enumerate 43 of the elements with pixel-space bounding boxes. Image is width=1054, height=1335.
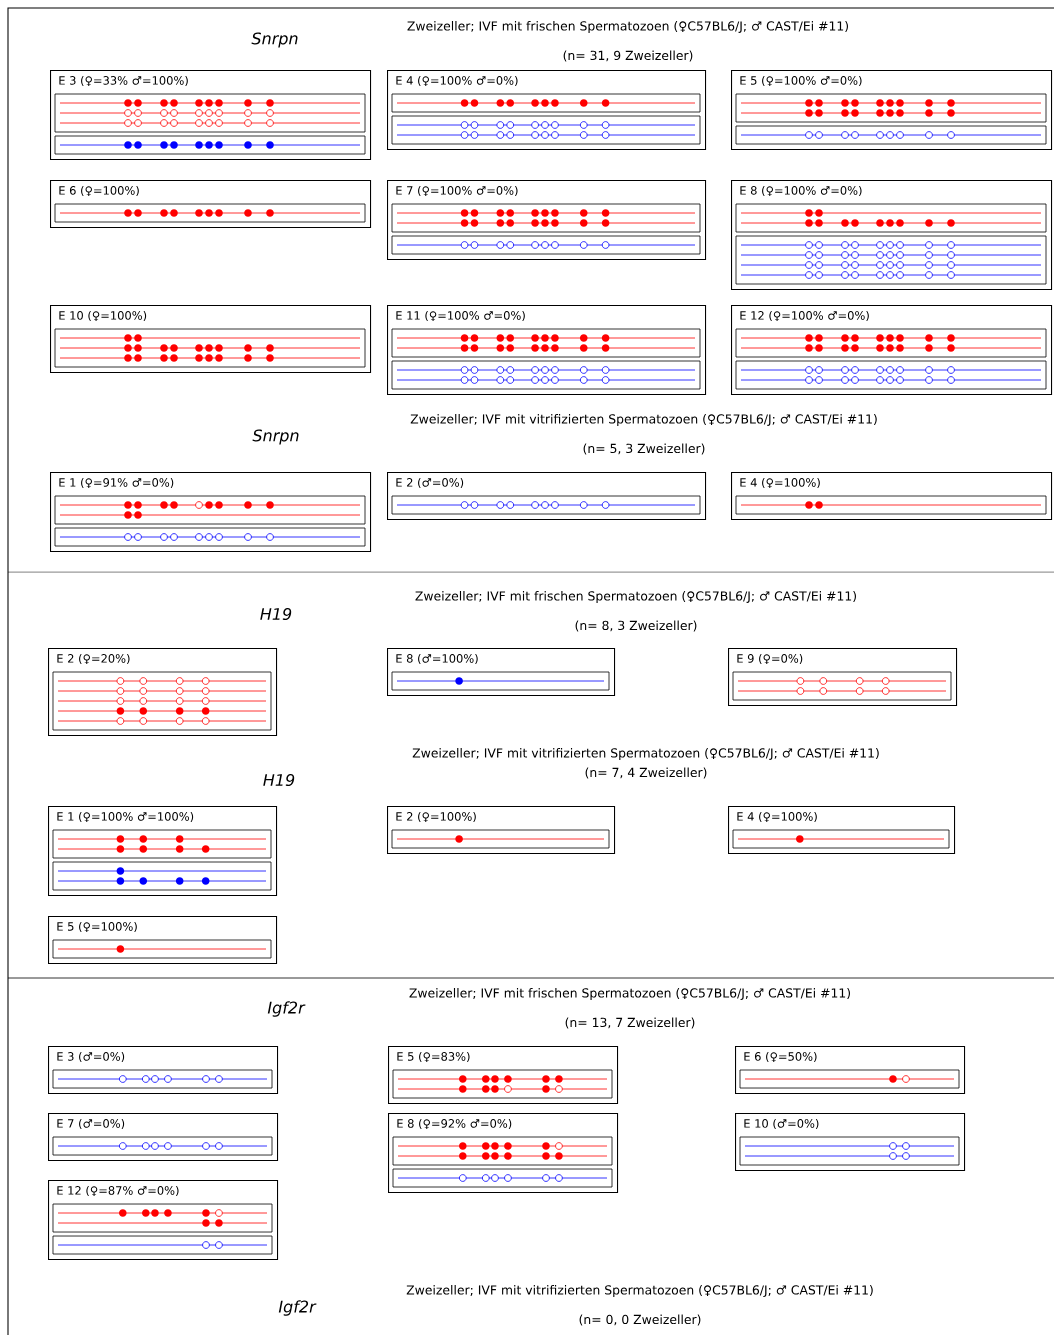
embryo-box: E 1 (♀=100% ♂=100%) (48, 806, 278, 897)
embryo-box: E 6 (♀=50%) (735, 1046, 966, 1095)
embryo-box: E 12 (♀=87% ♂=0%) (48, 1180, 279, 1261)
embryo-box: E 4 (♀=100%) (731, 472, 1053, 521)
embryo-box: E 5 (♀=83%) (388, 1046, 619, 1105)
embryo-box: E 4 (♀=100%) (728, 806, 956, 855)
embryo-box: E 9 (♀=0%) (728, 648, 958, 707)
gene-name: H19 (260, 607, 292, 621)
heading-text: Zweizeller; IVF mit vitrifizierten Spermatozoen (♀C57BL6/J; ♂ CAST/Ei #11) (410, 414, 877, 426)
embryo-box: E 2 (♀=100%) (387, 806, 616, 855)
embryo-box: E 8 (♀=92% ♂=0%) (388, 1113, 619, 1194)
embryo-box: E 5 (♀=100%) (48, 916, 278, 965)
embryo-box: E 4 (♀=100% ♂=0%) (387, 70, 707, 151)
heading-text: Zweizeller; IVF mit frischen Spermatozoen (♀C57BL6/J; ♂ CAST/Ei #11) (407, 21, 848, 33)
heading-text: Zweizeller; IVF mit vitrifizierten Spermatozoen (♀C57BL6/J; ♂ CAST/Ei #11) (406, 1285, 873, 1297)
embryo-box: E 7 (♂=0%) (48, 1113, 279, 1162)
heading-text: Zweizeller; IVF mit frischen Spermatozoen (♀C57BL6/J; ♂ CAST/Ei #11) (415, 591, 856, 603)
embryo-box: E 10 (♀=100%) (50, 305, 372, 374)
embryo-box: E 2 (♂=0%) (387, 472, 707, 521)
sample-count-text: (n= 5, 3 Zweizeller) (583, 443, 705, 455)
embryo-box: E 10 (♂=0%) (735, 1113, 966, 1172)
sample-count-text: (n= 8, 3 Zweizeller) (575, 620, 697, 632)
embryo-box: E 7 (♀=100% ♂=0%) (387, 180, 707, 261)
heading-text: Zweizeller; IVF mit vitrifizierten Spermatozoen (♀C57BL6/J; ♂ CAST/Ei #11) (412, 748, 879, 760)
embryo-box: E 8 (♀=100% ♂=0%) (731, 180, 1053, 291)
sample-count-text: (n= 0, 0 Zweizeller) (579, 1314, 701, 1326)
embryo-box: E 5 (♀=100% ♂=0%) (731, 70, 1053, 151)
gene-name: Snrpn (251, 32, 298, 48)
embryo-box: E 8 (♂=100%) (387, 648, 616, 697)
heading-text: Zweizeller; IVF mit frischen Spermatozoen (♀C57BL6/J; ♂ CAST/Ei #11) (409, 988, 850, 1000)
embryo-box: E 3 (♂=0%) (48, 1046, 279, 1095)
embryo-box: E 3 (♀=33% ♂=100%) (50, 70, 372, 161)
embryo-box: E 12 (♀=100% ♂=0%) (731, 305, 1053, 396)
sample-count-text: (n= 13, 7 Zweizeller) (565, 1017, 695, 1029)
embryo-box: E 11 (♀=100% ♂=0%) (387, 305, 707, 396)
embryo-box: E 1 (♀=91% ♂=0%) (50, 472, 372, 553)
gene-name: Snrpn (252, 429, 299, 445)
embryo-box: E 2 (♀=20%) (48, 648, 278, 737)
sample-count-text: (n= 7, 4 Zweizeller) (585, 767, 707, 779)
gene-name: H19 (263, 773, 295, 787)
gene-name: Igf2r (267, 1001, 306, 1017)
embryo-box: E 6 (♀=100%) (50, 180, 372, 229)
gene-name: Igf2r (278, 1300, 317, 1316)
